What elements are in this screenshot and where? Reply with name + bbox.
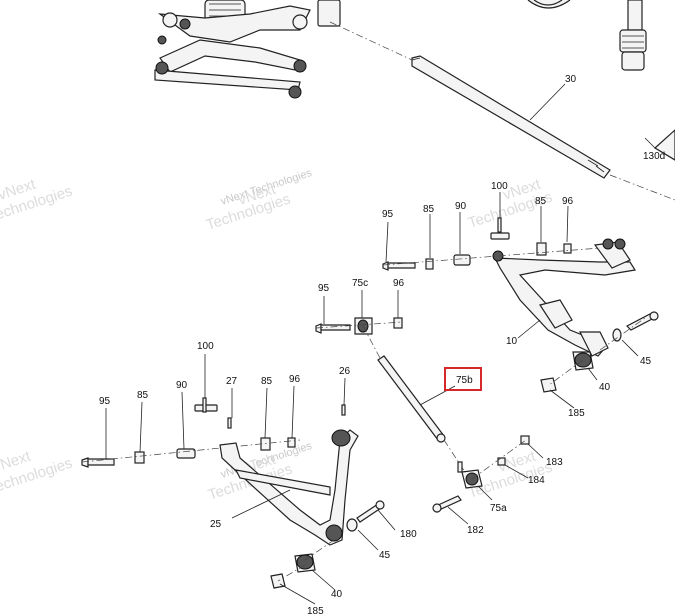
callout-10: 10: [506, 336, 518, 347]
callout-40: 40: [599, 382, 611, 393]
lower-a-arm: [159, 39, 301, 73]
sleeve: [453, 254, 471, 266]
callout-45: 45: [640, 356, 652, 367]
highlighted-callout-75b[interactable]: 75b: [444, 367, 482, 391]
callout-184: 184: [528, 475, 545, 486]
tie-rod-tube: [377, 355, 445, 441]
callout-96: 96: [562, 196, 574, 207]
nut: [563, 243, 572, 254]
lower-a-arm-assembly: [81, 397, 385, 589]
callout-75a: 75a: [490, 503, 507, 514]
callout-75b: 75b: [456, 375, 473, 386]
shock-body: [627, 0, 643, 31]
leader-lines: [105, 83, 656, 605]
drive-shaft: [329, 21, 675, 201]
callout-30: 30: [565, 74, 577, 85]
washer: [612, 328, 622, 342]
callout-96: 96: [393, 278, 405, 289]
rear-suspension-assembly: [154, 0, 341, 99]
frame-bracket: [317, 0, 341, 27]
lower-link: [154, 69, 301, 91]
callout-183: 183: [546, 457, 563, 468]
callout-130d: 130d: [643, 151, 665, 162]
highlight-box: [444, 367, 482, 391]
bushing: [260, 437, 271, 451]
brake-disc: [527, 0, 571, 9]
watermark-group: vNext Technologies vNext Technologies vN…: [0, 167, 555, 504]
callout-75c: 75c: [352, 278, 368, 289]
callout-85: 85: [137, 390, 149, 401]
callout-95: 95: [99, 396, 111, 407]
bushing: [536, 242, 547, 256]
washer: [346, 518, 358, 532]
shock-absorber: [619, 0, 647, 71]
sleeve: [176, 448, 196, 459]
callout-85: 85: [261, 376, 273, 387]
callout-labels: 30 130d 100 95 85 90 85 96 10 45 40 185 …: [99, 74, 665, 616]
callout-40: 40: [331, 589, 343, 600]
washer: [497, 457, 506, 466]
callout-100: 100: [197, 341, 214, 352]
tie-rod: [315, 317, 530, 513]
callout-185: 185: [307, 606, 324, 616]
frame-edge: [653, 129, 675, 161]
callout-185: 185: [568, 408, 585, 419]
nut: [393, 317, 403, 329]
callout-96: 96: [289, 374, 301, 385]
nut: [520, 435, 530, 445]
callout-182: 182: [467, 525, 484, 536]
callout-90: 90: [176, 380, 188, 391]
callout-27: 27: [226, 376, 238, 387]
callout-90: 90: [455, 201, 467, 212]
nut: [540, 377, 557, 393]
callout-26: 26: [339, 366, 351, 377]
upper-a-arm: [492, 238, 636, 357]
callout-25: 25: [210, 519, 222, 530]
callout-95: 95: [382, 209, 394, 220]
upper-hardware-right: [382, 217, 601, 271]
callout-85: 85: [423, 204, 435, 215]
callout-100: 100: [491, 181, 508, 192]
callout-85: 85: [535, 196, 547, 207]
callout-95: 95: [318, 283, 330, 294]
bushing: [134, 451, 145, 464]
bushing: [425, 258, 434, 270]
callout-180: 180: [400, 529, 417, 540]
ball-joint-right: [540, 311, 659, 393]
nut: [287, 437, 296, 448]
callout-45: 45: [379, 550, 391, 561]
